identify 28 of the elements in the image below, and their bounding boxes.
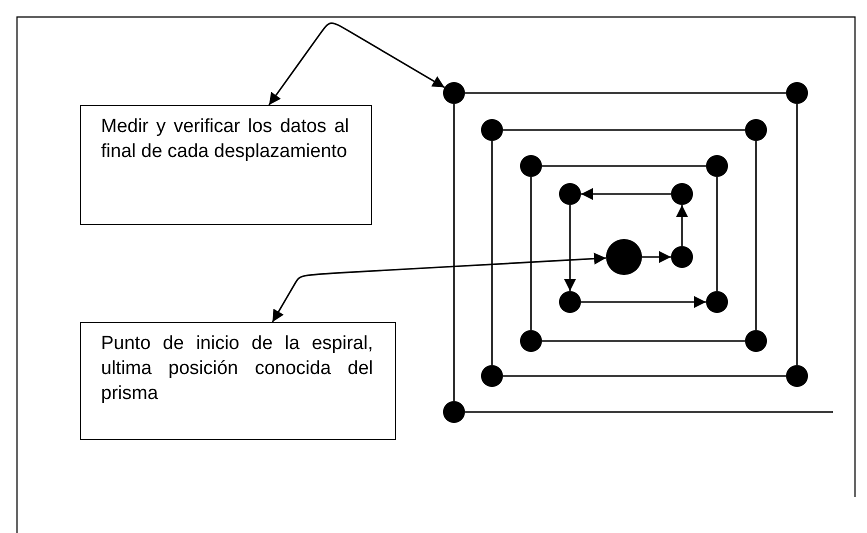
arrow bbox=[676, 205, 688, 246]
dot-marker bbox=[481, 365, 503, 387]
arrow bbox=[268, 22, 445, 106]
dot-marker bbox=[520, 155, 542, 177]
dot-marker bbox=[520, 330, 542, 352]
dot-marker bbox=[671, 183, 693, 205]
dot-marker bbox=[671, 246, 693, 268]
text-box bbox=[80, 322, 396, 440]
dot-marker bbox=[745, 119, 767, 141]
arrow bbox=[564, 205, 576, 291]
arrow bbox=[642, 251, 671, 263]
text-box bbox=[80, 105, 372, 225]
dot-marker bbox=[706, 155, 728, 177]
arrow bbox=[581, 296, 706, 308]
box-text: Medir y verificar los datos al final de cada desplazamiento bbox=[101, 115, 349, 164]
arrow bbox=[581, 188, 671, 200]
dot-marker bbox=[706, 291, 728, 313]
arrow bbox=[272, 252, 606, 322]
dot-marker bbox=[606, 239, 642, 275]
dot-marker bbox=[559, 291, 581, 313]
box-text: Punto de inicio de la espiral, ultima posición conocida del prisma bbox=[101, 332, 373, 406]
dot-marker bbox=[559, 183, 581, 205]
dot-marker bbox=[443, 82, 465, 104]
dot-marker bbox=[745, 330, 767, 352]
dot-marker bbox=[786, 82, 808, 104]
dot-marker bbox=[481, 119, 503, 141]
dot-marker bbox=[443, 401, 465, 423]
dot-marker bbox=[786, 365, 808, 387]
